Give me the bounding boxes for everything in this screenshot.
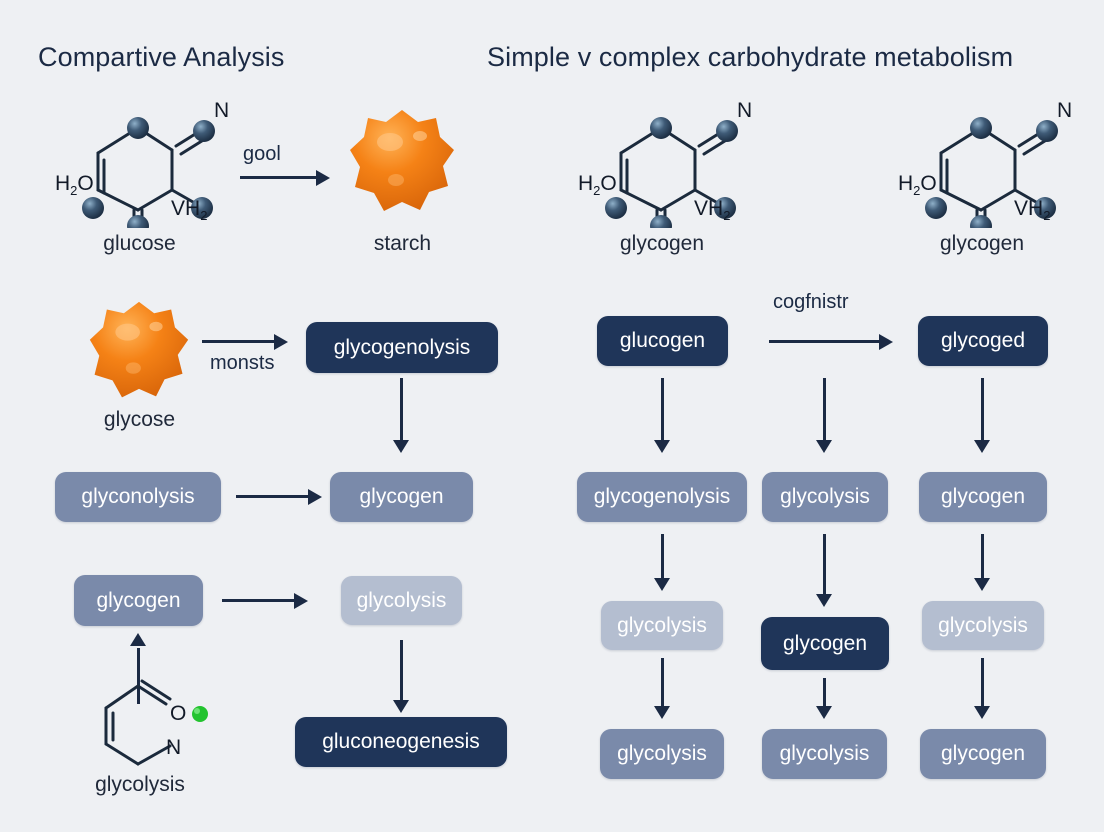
arrow-gool-head: [316, 170, 330, 186]
arrow-r-c1-c: [661, 658, 664, 708]
h2o-o-3: O: [920, 172, 937, 195]
arrow-label-gool: gool: [243, 143, 281, 165]
arrow-l5-head: [393, 700, 409, 713]
arrow-l2-line: [236, 495, 310, 498]
atom-label-vh2-2: VH2: [694, 197, 730, 223]
box-glycolysis-left-light[interactable]: glycolysis: [341, 576, 462, 625]
arrow-r-c3-c-head: [974, 706, 990, 719]
box-glyconolysis[interactable]: glyconolysis: [55, 472, 221, 522]
box-right-c1-r1[interactable]: glucogen: [597, 316, 728, 366]
arrow-gool-line: [240, 176, 318, 179]
arrow-r-c2-c-head: [816, 706, 832, 719]
vh2-sub-2: 2: [723, 208, 731, 224]
arrow-l3-head: [294, 593, 308, 609]
arrow-l2-head: [308, 489, 322, 505]
arrow-l4-head: [130, 633, 146, 646]
arrow-r-c3-a-head: [974, 440, 990, 453]
vh2-sub-3: 2: [1043, 208, 1051, 224]
box-glycogen-left-mid[interactable]: glycogen: [330, 472, 473, 522]
box-gluconeogenesis[interactable]: gluconeogenesis: [295, 717, 507, 767]
arrow-l1-line: [400, 378, 403, 442]
blob-label-glycose: glycose: [103, 408, 176, 431]
box-right-c2-r4[interactable]: glycolysis: [762, 729, 887, 779]
atom-label-h2o: H2O: [55, 172, 94, 198]
box-glycogen-left-low[interactable]: glycogen: [74, 575, 203, 626]
vh2-v-2: VH: [694, 197, 724, 220]
box-right-c3-r4[interactable]: glycogen: [920, 729, 1046, 779]
h2o-h-2: H: [578, 172, 594, 195]
molecule-label-glucose: glucose: [103, 232, 176, 255]
molecule-glycolysis-ring: O N: [88, 668, 218, 780]
box-right-c1-r4[interactable]: glycolysis: [600, 729, 724, 779]
blob-label-starch: starch: [373, 232, 432, 255]
vh2-v-3: VH: [1014, 197, 1044, 220]
molecule-label-glycolysis-ring: glycolysis: [95, 773, 185, 796]
arrow-r-c2-a: [823, 378, 826, 442]
box-right-c3-r2[interactable]: glycogen: [919, 472, 1047, 522]
atom-label-n-2: N: [737, 99, 753, 122]
arrow-r1-head: [879, 334, 893, 350]
h2o-sub-3: 2: [913, 183, 921, 199]
atom-label-vh2-3: VH2: [1014, 197, 1050, 223]
arrow-r1-line: [769, 340, 881, 343]
blob-starch: [348, 108, 456, 223]
right-panel-title: Simple v complex carbohydrate metabolism: [487, 42, 1014, 72]
ring-atom-o: O: [170, 702, 186, 725]
molecule-label-glycogen-2: glycogen: [939, 232, 1025, 255]
vh2-v: VH: [171, 197, 201, 220]
arrow-r-c2-a-head: [816, 440, 832, 453]
molecule-glycogen-2: [903, 98, 1083, 237]
arrow-r-c3-b-head: [974, 578, 990, 591]
arrow-l5-line: [400, 640, 403, 702]
h2o-o-2: O: [600, 172, 617, 195]
ring-atom-n: N: [166, 736, 181, 759]
arrow-r-c2-b-head: [816, 594, 832, 607]
molecule-glucose: [60, 98, 240, 237]
box-right-c2-r2[interactable]: glycolysis: [762, 472, 888, 522]
atom-label-vh2: VH2: [171, 197, 207, 223]
arrow-r-c1-c-head: [654, 706, 670, 719]
arrow-r-c2-c: [823, 678, 826, 708]
box-right-c1-r3[interactable]: glycolysis: [601, 601, 723, 650]
blob-glycose: [86, 300, 192, 409]
molecule-glycogen-1: [583, 98, 763, 237]
h2o-h-3: H: [898, 172, 914, 195]
atom-label-n-3: N: [1057, 99, 1073, 122]
arrow-r-c3-a: [981, 378, 984, 442]
h2o-sub-2: 2: [593, 183, 601, 199]
left-panel-title: Compartive Analysis: [38, 42, 285, 72]
arrow-monsts-head: [274, 334, 288, 350]
atom-label-h2o-2: H2O: [578, 172, 617, 198]
box-right-c2-r3[interactable]: glycogen: [761, 617, 889, 670]
molecule-label-glycogen-1: glycogen: [619, 232, 705, 255]
box-right-c3-r1[interactable]: glycoged: [918, 316, 1048, 366]
arrow-r-c1-a-head: [654, 440, 670, 453]
vh2-sub: 2: [200, 208, 208, 224]
h2o-h: H: [55, 172, 71, 195]
arrow-r-c3-b: [981, 534, 984, 580]
box-right-c3-r3[interactable]: glycolysis: [922, 601, 1044, 650]
atom-label-n: N: [214, 99, 230, 122]
box-glycogenolysis-left[interactable]: glycogenolysis: [306, 322, 498, 373]
arrow-r-c3-c: [981, 658, 984, 708]
arrow-l4-line: [137, 648, 140, 704]
arrow-l3-line: [222, 599, 296, 602]
arrow-r-c2-b: [823, 534, 826, 596]
arrow-r-c1-a: [661, 378, 664, 442]
box-right-c1-r2[interactable]: glycogenolysis: [577, 472, 747, 522]
arrow-r-c1-b: [661, 534, 664, 580]
h2o-o: O: [77, 172, 94, 195]
atom-label-h2o-3: H2O: [898, 172, 937, 198]
h2o-sub: 2: [70, 183, 78, 199]
arrow-label-cogfnistr: cogfnistr: [773, 291, 849, 313]
arrow-l1-head: [393, 440, 409, 453]
arrow-label-monsts: monsts: [210, 352, 275, 374]
arrow-r-c1-b-head: [654, 578, 670, 591]
arrow-monsts-line: [202, 340, 276, 343]
